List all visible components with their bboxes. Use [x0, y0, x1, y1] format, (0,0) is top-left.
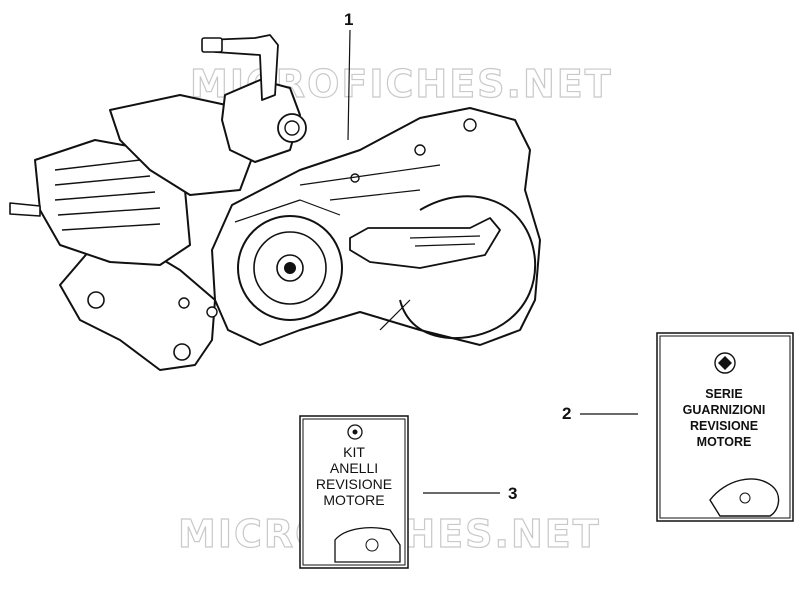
- gasket-line-3: REVISIONE: [689, 419, 759, 433]
- callout-3[interactable]: 3: [508, 484, 518, 503]
- clutch-cover: [399, 195, 537, 340]
- ring-logo-icon: [347, 424, 363, 440]
- callout-2[interactable]: 2: [562, 404, 572, 423]
- gasket-illustration: [709, 478, 780, 517]
- callout-1[interactable]: 1: [344, 10, 354, 29]
- cylinder-head: [109, 94, 256, 196]
- gasket-line-2: GUARNIZIONI: [682, 403, 766, 417]
- ring-line-4: MOTORE: [323, 492, 385, 508]
- throttle-cable-tube: [204, 34, 279, 101]
- leader-line-1: [347, 29, 351, 141]
- piaggio-logo-icon: [714, 352, 736, 374]
- ring-line-3: REVISIONE: [315, 476, 393, 492]
- gasket-line-4: MOTORE: [696, 435, 752, 449]
- kickstart-lever: [349, 217, 501, 269]
- ring-line-2: ANELLI: [329, 460, 379, 476]
- gasket-set-title: SERIE GUARNIZIONI REVISIONE MOTORE: [660, 386, 788, 450]
- engine-assembly[interactable]: [9, 34, 541, 371]
- spark-plug: [9, 202, 41, 217]
- ring-kit-title: KIT ANELLI REVISIONE MOTORE: [302, 444, 406, 508]
- ring-illustration: [334, 527, 401, 563]
- gasket-set-booklet[interactable]: [656, 332, 794, 522]
- leader-lines: [347, 29, 638, 494]
- ring-line-1: KIT: [343, 444, 365, 460]
- ring-kit-booklet[interactable]: [299, 415, 409, 569]
- gasket-line-1: SERIE: [705, 387, 743, 401]
